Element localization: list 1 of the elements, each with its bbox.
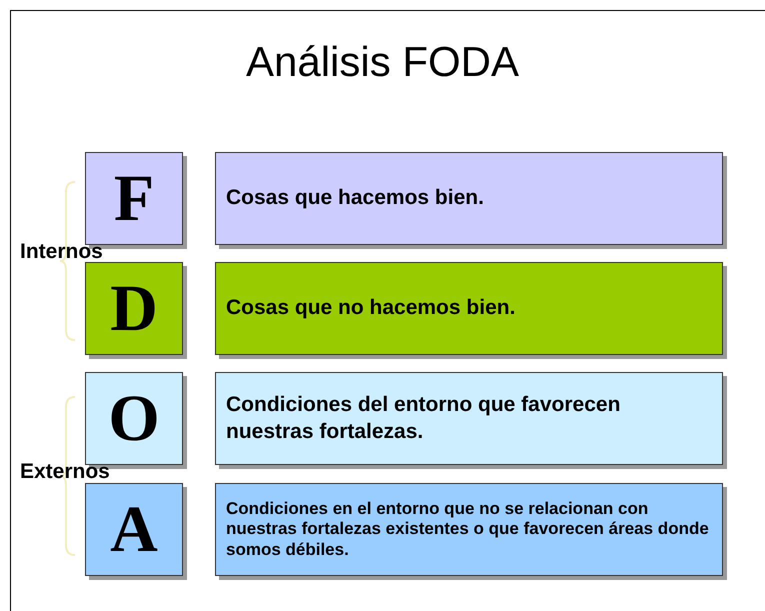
slide-title: Análisis FODA — [244, 38, 520, 86]
